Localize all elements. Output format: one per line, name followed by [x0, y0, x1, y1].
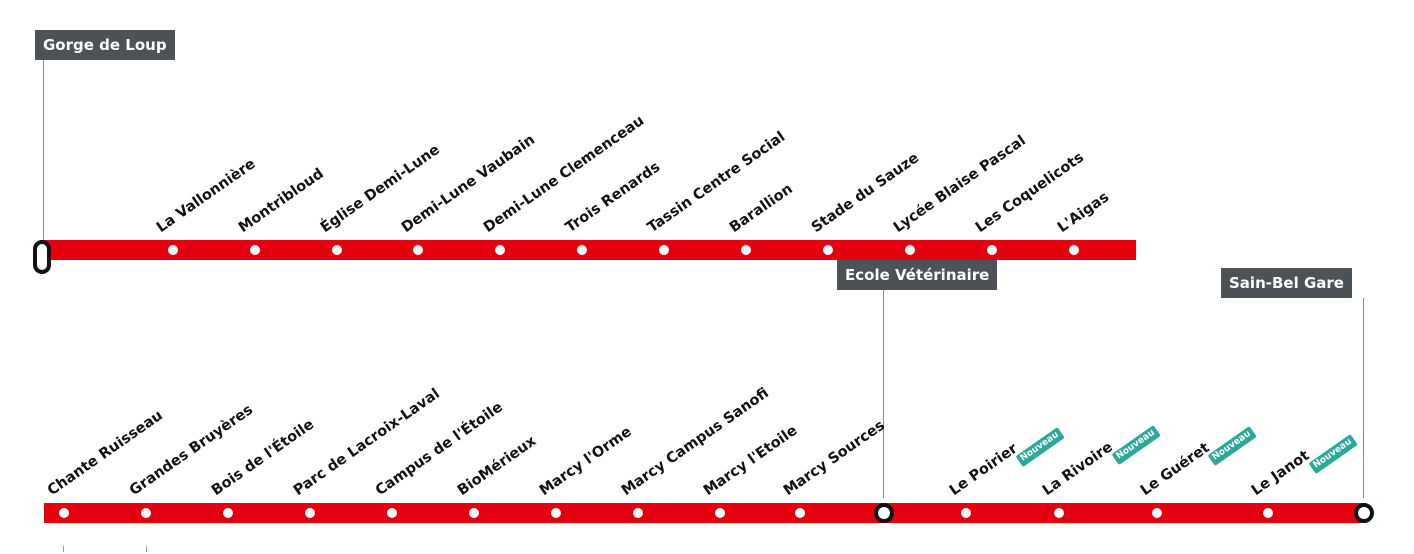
stop-dot[interactable] [332, 245, 342, 255]
stop-dot[interactable] [1054, 508, 1064, 518]
terminus-marker-start [33, 240, 51, 274]
stop-dot[interactable] [741, 245, 751, 255]
stop-label[interactable]: Le Guéret [1137, 439, 1213, 499]
line-segment-top [40, 240, 1136, 260]
stop-label[interactable]: Le Poirier [946, 440, 1021, 499]
terminus-marker-end [1354, 503, 1374, 523]
stop-label[interactable]: Marcy Campus Sanofi [618, 385, 772, 499]
interchange-ecole-veterinaire[interactable]: Ecole Vétérinaire [837, 260, 998, 290]
terminus-connector [43, 60, 44, 246]
stop-dot[interactable] [250, 245, 260, 255]
stop-dot[interactable] [577, 245, 587, 255]
stop-dot[interactable] [715, 508, 725, 518]
stop-dot[interactable] [823, 245, 833, 255]
interchange-connector [883, 290, 884, 498]
stop-dot[interactable] [413, 245, 423, 255]
stop-dot[interactable] [59, 508, 69, 518]
stop-label[interactable]: Demi-Lune Vaubain [398, 131, 539, 236]
stop-dot[interactable] [141, 508, 151, 518]
stop-dot[interactable] [168, 245, 178, 255]
stop-dot[interactable] [905, 245, 915, 255]
stop-dot[interactable] [633, 508, 643, 518]
stop-label[interactable]: Montribloud [235, 165, 327, 236]
stop-label[interactable]: Demi-Lune Clemenceau [480, 112, 648, 236]
stop-dot[interactable] [551, 508, 561, 518]
new-stop-badge: Nouveau [1207, 426, 1257, 467]
stop-label[interactable]: Barallion [726, 181, 796, 236]
stop-dot[interactable] [987, 245, 997, 255]
terminus-gorge-de-loup[interactable]: Gorge de Loup [35, 30, 175, 60]
stop-label[interactable]: L'Aigas [1054, 189, 1113, 236]
stop-dot[interactable] [961, 508, 971, 518]
terminus-sain-bel-gare[interactable]: Sain-Bel Gare [1221, 268, 1352, 298]
stop-dot[interactable] [305, 508, 315, 518]
stop-dot[interactable] [659, 245, 669, 255]
scale-tick [63, 546, 64, 552]
stop-dot[interactable] [469, 508, 479, 518]
stop-label[interactable]: Tassin Centre Social [644, 128, 789, 236]
line-segment-bottom [44, 503, 1366, 523]
stop-dot[interactable] [495, 245, 505, 255]
stop-dot[interactable] [1069, 245, 1079, 255]
stop-label[interactable]: La Rivoire [1039, 439, 1116, 499]
stop-label[interactable]: Parc de Lacroix-Laval [290, 385, 443, 499]
stop-label[interactable]: BioMérieux [454, 433, 540, 499]
new-stop-badge: Nouveau [1111, 425, 1161, 466]
stop-dot[interactable] [387, 508, 397, 518]
stop-label[interactable]: Le Janot [1248, 447, 1313, 499]
stop-dot[interactable] [1152, 508, 1162, 518]
stop-dot[interactable] [223, 508, 233, 518]
new-stop-badge: Nouveau [1308, 434, 1358, 474]
terminus-connector [1363, 298, 1364, 498]
interchange-marker [874, 503, 894, 523]
stop-dot[interactable] [795, 508, 805, 518]
scale-tick [146, 546, 147, 552]
new-stop-badge: Nouveau [1015, 427, 1065, 467]
stop-label[interactable]: Lycée Blaise Pascal [890, 132, 1029, 236]
stop-dot[interactable] [1263, 508, 1273, 518]
